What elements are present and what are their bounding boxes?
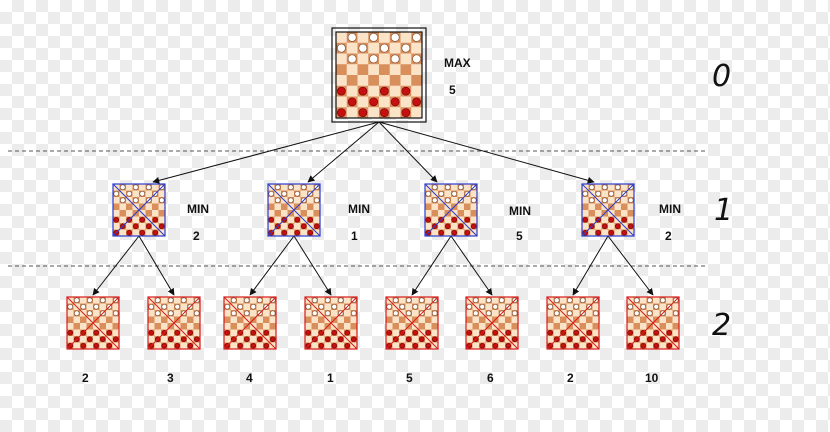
leaf-5-value-label: 5 <box>406 371 413 385</box>
depth-label-1: 1 <box>714 193 733 228</box>
min-node-1-value-label: 2 <box>193 229 200 243</box>
edge-min-2-to-leaf-3 <box>249 235 295 296</box>
leaf-8-value-label: 10 <box>645 371 659 385</box>
leaf-7-board <box>546 296 600 350</box>
leaf-4-board <box>304 296 358 350</box>
depth-label-0: 0 <box>712 59 731 94</box>
min-node-2-board <box>267 183 321 237</box>
edge-root-to-min-1 <box>152 121 380 184</box>
edge-min-4-to-leaf-7 <box>572 235 609 296</box>
leaf-5-board <box>385 296 439 350</box>
leaf-2-value-label: 3 <box>167 371 174 385</box>
leaf-6-value-label: 6 <box>487 371 494 385</box>
min-node-3-type-label: MIN <box>509 204 531 218</box>
edge-min-4-to-leaf-8 <box>607 235 654 296</box>
leaf-7-value-label: 2 <box>567 371 574 385</box>
root-value-label: 5 <box>449 83 456 97</box>
leaf-1-value-label: 2 <box>82 371 89 385</box>
leaf-4-value-label: 1 <box>327 371 334 385</box>
min-node-1-board <box>112 183 166 237</box>
leaf-6-board <box>465 296 519 350</box>
edge-root-to-min-2 <box>307 121 380 183</box>
tree-nodes <box>66 27 680 350</box>
edge-root-to-min-4 <box>378 121 595 184</box>
edge-min-3-to-leaf-5 <box>411 235 452 296</box>
min-node-1-type-label: MIN <box>187 202 209 216</box>
edge-min-1-to-leaf-1 <box>92 235 140 296</box>
min-node-4-value-label: 2 <box>665 229 672 243</box>
root-max-board <box>331 27 427 123</box>
min-node-4-board <box>581 183 635 237</box>
leaf-8-board <box>626 296 680 350</box>
min-node-2-type-label: MIN <box>348 202 370 216</box>
edge-min-3-to-leaf-6 <box>450 235 493 296</box>
min-node-4-type-label: MIN <box>659 202 681 216</box>
leaf-2-board <box>147 296 201 350</box>
leaf-3-value-label: 4 <box>246 371 253 385</box>
min-node-3-board <box>424 183 478 237</box>
edge-min-2-to-leaf-4 <box>293 235 332 296</box>
edge-root-to-min-3 <box>378 121 438 183</box>
edge-min-1-to-leaf-2 <box>138 235 175 296</box>
min-node-2-value-label: 1 <box>351 229 358 243</box>
root-type-label: MAX <box>444 56 471 70</box>
depth-label-2: 2 <box>712 308 731 343</box>
tree-edges <box>92 121 654 296</box>
min-node-3-value-label: 5 <box>516 229 523 243</box>
leaf-1-board <box>66 296 120 350</box>
leaf-3-board <box>223 296 277 350</box>
